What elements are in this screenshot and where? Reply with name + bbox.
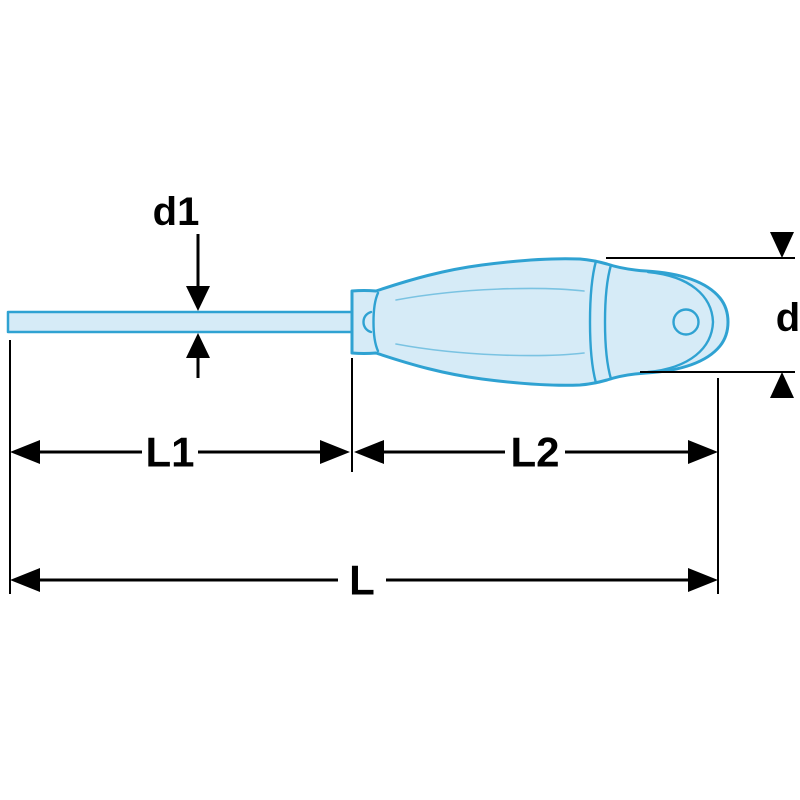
handle-seam-line-2: [603, 263, 613, 381]
dim-d1-arrow-up: [186, 333, 210, 358]
dim-l2-label: L2: [510, 429, 559, 476]
dim-l1-arrow-right: [320, 440, 350, 464]
dim-d1-arrow-down: [186, 286, 210, 311]
handle-highlight-bottom: [395, 343, 585, 357]
dim-l2-arrow-left: [354, 440, 384, 464]
dim-l1-label: L1: [145, 429, 194, 476]
dim-l2-arrow-right: [688, 440, 718, 464]
dim-d1-label: d1: [153, 190, 200, 234]
handle-seam-line-1: [588, 259, 598, 385]
dim-d1: d1: [153, 190, 210, 378]
dim-l-arrow-left: [10, 568, 40, 592]
dim-d: d: [606, 232, 800, 398]
handle-collar-line: [372, 291, 380, 353]
handle-hanging-hole: [672, 308, 700, 336]
dim-l: L: [10, 557, 718, 604]
screwdriver: [6, 257, 730, 387]
handle-collar-notch: [362, 310, 373, 334]
dim-l-label: L: [349, 557, 375, 604]
handle-highlight-top: [395, 287, 585, 301]
dim-l-arrow-right: [688, 568, 718, 592]
dim-d-arrow-down: [770, 232, 794, 258]
dim-d-arrow-up: [770, 372, 794, 398]
dim-l1: L1: [10, 429, 350, 476]
dim-l2: L2: [354, 429, 718, 476]
handle-endcap-line: [646, 270, 715, 374]
screwdriver-shaft: [6, 310, 356, 334]
screwdriver-handle: [350, 257, 730, 387]
dim-d-label: d: [776, 296, 800, 340]
dim-l1-arrow-left: [10, 440, 40, 464]
